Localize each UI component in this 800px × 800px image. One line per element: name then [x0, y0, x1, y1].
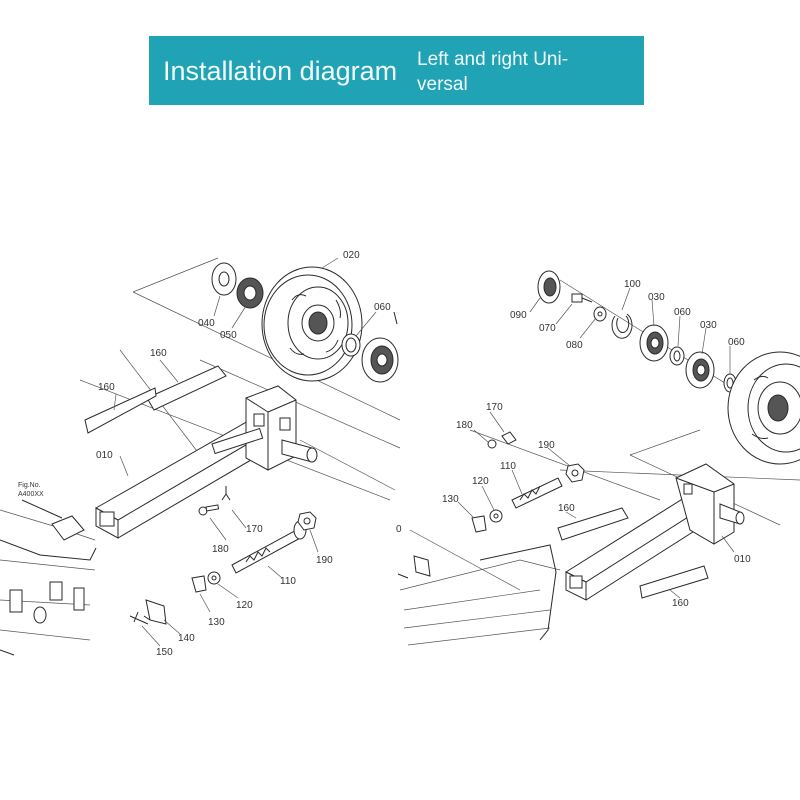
left-grease-nipple-170	[221, 486, 231, 501]
right-seal-090	[537, 270, 561, 304]
label-160-lower: 160	[672, 598, 689, 609]
label-090: 090	[510, 310, 527, 321]
left-shim-plates-160	[84, 365, 227, 434]
banner-subtitle: Left and right Uni- versal	[417, 49, 569, 95]
label-180: 180	[212, 544, 229, 555]
label-160-top: 160	[150, 348, 167, 359]
right-idler-wheel	[727, 351, 800, 465]
left-seal-050	[236, 277, 264, 309]
right-bearing-030-b	[685, 351, 715, 389]
label-110: 110	[280, 576, 296, 587]
label-170: 170	[246, 524, 263, 535]
label-030-b: 030	[700, 320, 717, 331]
right-washer-080	[593, 306, 607, 322]
label-080: 080	[566, 340, 583, 351]
left-bearing-060	[341, 311, 399, 383]
label-020: 020	[343, 250, 360, 261]
label-120: 120	[472, 476, 489, 487]
title-banner: Installation diagram Left and right Uni-…	[149, 36, 644, 105]
right-washer-120	[489, 509, 503, 523]
label-fig-no: Fig.No.	[18, 482, 41, 489]
label-180: 180	[456, 420, 473, 431]
label-110: 110	[500, 461, 516, 472]
label-140: 140	[178, 633, 195, 644]
left-washer-120	[207, 571, 221, 585]
label-010: 010	[734, 554, 751, 565]
left-pin-150	[129, 611, 149, 625]
banner-title: Installation diagram	[163, 56, 398, 86]
label-130: 130	[208, 617, 225, 628]
right-plate-130	[471, 515, 487, 533]
right-assembly: 090 070 080 100 030 060 030 060 170 180 …	[396, 270, 800, 646]
right-snap-ring-100	[611, 313, 633, 339]
label-060-a: 060	[674, 307, 691, 318]
label-170: 170	[486, 402, 503, 413]
right-nut-190	[565, 463, 585, 483]
right-bolt-110	[511, 477, 563, 509]
label-160-left: 160	[98, 382, 115, 393]
right-washer-060-a	[669, 346, 685, 366]
right-shim-plates-160	[557, 507, 709, 599]
left-washer-040	[211, 262, 237, 296]
label-130: 130	[442, 494, 459, 505]
left-bolt-180	[198, 504, 220, 516]
right-bolt-180	[487, 439, 497, 449]
label-060-b: 060	[728, 337, 745, 348]
label-120: 120	[236, 600, 253, 611]
label-190: 190	[316, 555, 333, 566]
left-assembly: 020 040 050 060 160 160 010 Fig.No. A400…	[0, 250, 401, 658]
label-0: 0	[396, 524, 402, 535]
left-square-tube-010	[94, 385, 318, 539]
left-bolt-110	[231, 520, 307, 574]
label-050: 050	[220, 330, 237, 341]
right-grease-nipple-170	[501, 431, 517, 445]
label-040: 040	[198, 318, 215, 329]
left-leader-lines	[113, 257, 377, 647]
label-fig-code: A400XX	[18, 491, 44, 498]
label-060: 060	[374, 302, 391, 313]
left-frame-fragment	[0, 499, 97, 656]
label-100: 100	[624, 279, 641, 290]
right-square-tube-010	[564, 463, 745, 601]
label-160-upper: 160	[558, 503, 575, 514]
right-leader-lines	[457, 287, 735, 599]
label-070: 070	[539, 323, 556, 334]
left-nut-190	[297, 511, 317, 531]
label-010: 010	[96, 450, 113, 461]
left-plate-130	[191, 575, 207, 593]
left-idler-wheel-020	[261, 266, 363, 382]
right-fitting-070	[571, 293, 593, 303]
label-150: 150	[156, 647, 173, 658]
label-190: 190	[538, 440, 555, 451]
right-frame-fragment	[397, 544, 561, 646]
right-bearing-030-a	[639, 324, 669, 362]
label-030-a: 030	[648, 292, 665, 303]
left-bracket-140	[143, 599, 167, 625]
